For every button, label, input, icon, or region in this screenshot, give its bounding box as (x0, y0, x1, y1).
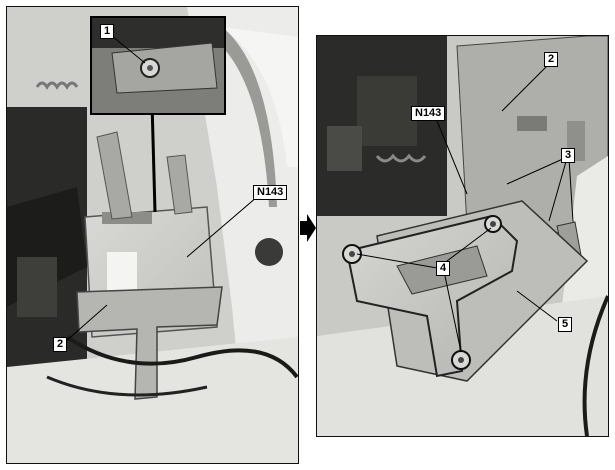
right-photo-illustration (317, 36, 608, 436)
detail-inset: 1 (90, 16, 226, 115)
left-photo: 1 N143 2 (6, 6, 299, 464)
callout-n143-right: N143 (411, 106, 446, 121)
callout-2-left: 2 (53, 337, 68, 352)
callout-4-right: 4 (436, 261, 451, 276)
right-photo: 2 N143 3 4 5 (316, 35, 609, 437)
callout-1: 1 (100, 24, 115, 39)
callout-3-right: 3 (561, 148, 576, 163)
callout-2-right: 2 (544, 52, 559, 67)
arrow-right-icon (300, 214, 316, 242)
callout-n143-left: N143 (253, 185, 288, 200)
callout-5-right: 5 (558, 317, 573, 332)
